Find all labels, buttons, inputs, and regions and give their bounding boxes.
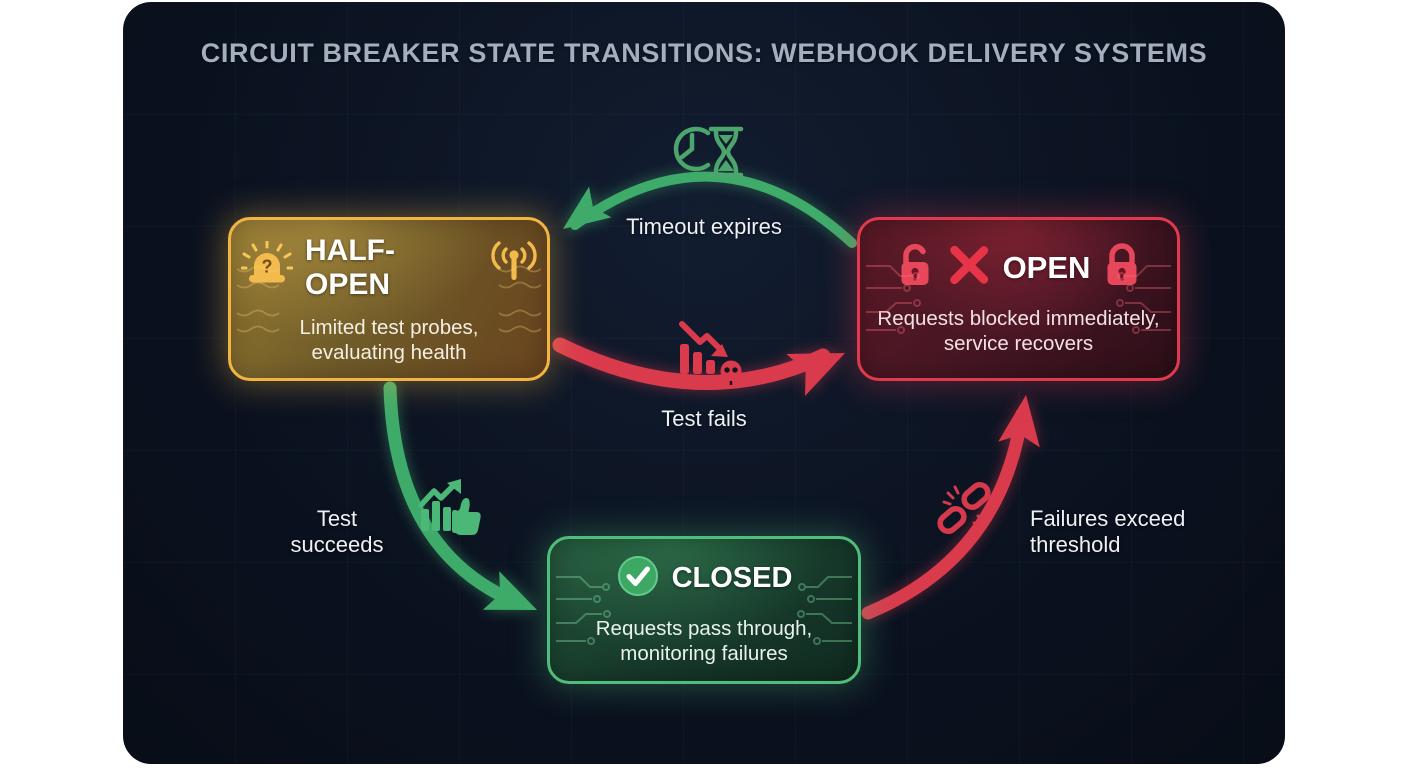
circuit-trace-decoration (797, 576, 852, 645)
state-open: OPEN Requests blocked immediately, servi… (857, 217, 1180, 381)
failures-exceed-label: Failures exceed threshold (1030, 506, 1186, 557)
clock-hourglass-icon (666, 120, 744, 189)
state-closed-description: Requests pass through, monitoring failur… (595, 617, 813, 665)
diagram-title: CIRCUIT BREAKER STATE TRANSITIONS: WEBHO… (200, 38, 1208, 68)
broken-chain-icon (934, 479, 994, 544)
diagram-panel: CIRCUIT BREAKER STATE TRANSITIONS: WEBHO… (123, 2, 1285, 764)
unlock-icon (895, 242, 935, 293)
state-closed: CLOSED Requests pass through, monitoring… (547, 536, 861, 684)
svg-text:?: ? (262, 257, 273, 277)
state-half-open-label: HALF-OPEN (305, 233, 395, 301)
state-half-open-description: Limited test probes, evaluating health (299, 315, 479, 364)
test-fails-label: Test fails (661, 406, 747, 431)
x-icon (947, 243, 991, 292)
circuit-trace-decoration (866, 265, 921, 334)
timeout-expires-label: Timeout expires (626, 214, 782, 239)
circuit-trace-decoration (237, 265, 280, 333)
lock-icon (1102, 242, 1142, 293)
siren-question-icon: ? (240, 240, 294, 294)
circuit-trace-decoration (1116, 265, 1171, 334)
skull-icon (720, 360, 742, 385)
state-open-label: OPEN (1002, 249, 1091, 285)
check-circle-icon (616, 554, 660, 603)
state-open-description: Requests blocked immediately, service re… (877, 307, 1160, 355)
state-half-open: ? HALF-OPEN Limited test probes, eval (228, 217, 550, 381)
circuit-trace-decoration (556, 576, 611, 645)
declining-chart-skull-icon (678, 320, 748, 393)
circuit-trace-decoration (498, 265, 541, 333)
rising-chart-thumbs-icon (418, 479, 485, 544)
test-succeeds-label: Test succeeds (290, 506, 384, 557)
state-closed-label: CLOSED (671, 562, 793, 594)
antenna-icon (491, 238, 537, 287)
